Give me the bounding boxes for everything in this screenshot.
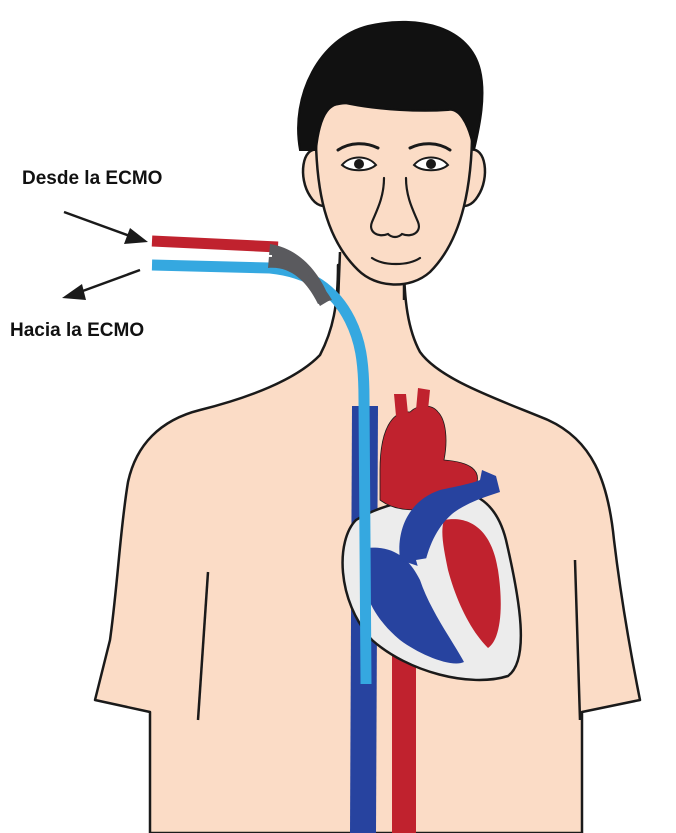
left-eye xyxy=(342,158,376,171)
cannula-red-tube xyxy=(152,241,278,247)
right-eye xyxy=(414,158,448,171)
arrow-into-red-tube xyxy=(64,212,148,244)
to-ecmo-label: Hacia la ECMO xyxy=(10,320,144,341)
from-ecmo-label: Desde la ECMO xyxy=(22,168,162,189)
arrow-out-of-blue-tube xyxy=(62,270,140,300)
